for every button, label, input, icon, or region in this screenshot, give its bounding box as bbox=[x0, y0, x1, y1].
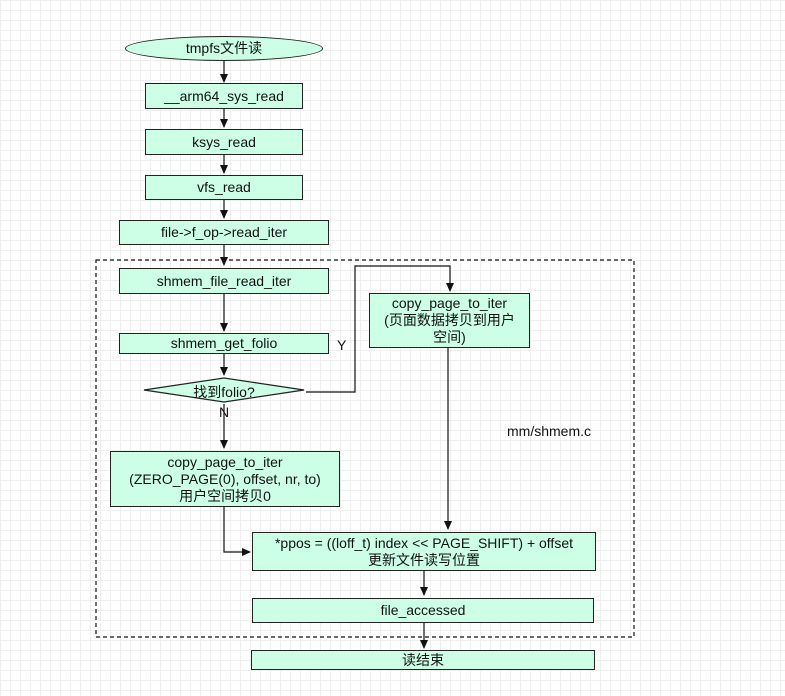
copy-page-yes-line-1: copy_page_to_iter bbox=[391, 295, 508, 311]
end-node-label: 读结束 bbox=[402, 651, 444, 668]
ksys-read-node: ksys_read bbox=[145, 129, 303, 155]
read-iter-node: file->f_op->read_iter bbox=[119, 220, 329, 245]
no-label: N bbox=[219, 404, 230, 420]
file-accessed-node: file_accessed bbox=[252, 598, 594, 623]
file-accessed-label: file_accessed bbox=[380, 602, 466, 618]
copy-page-yes-line-2: (页面数据拷贝到用户 bbox=[384, 312, 515, 328]
copy-page-no-node: copy_page_to_iter (ZERO_PAGE(0), offset,… bbox=[110, 451, 340, 507]
start-node: tmpfs文件读 bbox=[125, 36, 323, 61]
shmem-get-folio-node: shmem_get_folio bbox=[119, 333, 329, 354]
shmem-read-iter-label: shmem_file_read_iter bbox=[156, 272, 292, 289]
end-node: 读结束 bbox=[251, 650, 595, 670]
vfs-read-node: vfs_read bbox=[145, 175, 303, 200]
sys-read-label: __arm64_sys_read bbox=[164, 87, 284, 104]
shmem-read-iter-node: shmem_file_read_iter bbox=[119, 268, 329, 294]
region-label: mm/shmem.c bbox=[507, 423, 591, 439]
sys-read-node: __arm64_sys_read bbox=[145, 83, 303, 109]
read-iter-label: file->f_op->read_iter bbox=[160, 224, 288, 240]
arrow-copyno-to-ppos bbox=[223, 507, 251, 556]
yes-label: Y bbox=[337, 337, 347, 353]
vfs-read-label: vfs_read bbox=[197, 179, 251, 195]
ppos-update-line-2: 更新文件读写位置 bbox=[368, 551, 480, 568]
shmem-region-box bbox=[95, 259, 635, 638]
decision-label: 找到folio? bbox=[193, 384, 255, 400]
copy-page-yes-line-3: 空间) bbox=[433, 329, 466, 345]
ppos-update-node: *ppos = ((loff_t) index << PAGE_SHIFT) +… bbox=[252, 532, 596, 571]
shmem-get-folio-label: shmem_get_folio bbox=[170, 335, 278, 351]
ppos-update-line-1: *ppos = ((loff_t) index << PAGE_SHIFT) +… bbox=[274, 534, 574, 551]
copy-page-yes-node: copy_page_to_iter (页面数据拷贝到用户 空间) bbox=[369, 293, 530, 348]
copy-page-no-line-1: copy_page_to_iter bbox=[167, 453, 283, 470]
start-node-label: tmpfs文件读 bbox=[185, 40, 263, 56]
decision-diamond bbox=[143, 377, 305, 403]
copy-page-no-line-3: 用户空间拷贝0 bbox=[179, 487, 271, 504]
ksys-read-label: ksys_read bbox=[192, 133, 256, 150]
arrow-decision-yes bbox=[306, 265, 454, 393]
copy-page-no-line-2: (ZERO_PAGE(0), offset, nr, to) bbox=[129, 470, 321, 487]
